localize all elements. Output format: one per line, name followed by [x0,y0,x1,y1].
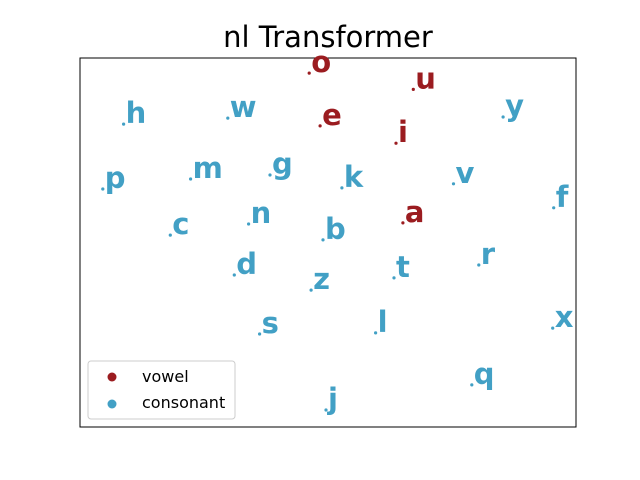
point-q [470,383,474,387]
point-u [411,87,415,91]
point-s [258,332,262,336]
legend-label-consonant: consonant [142,393,225,412]
point-label-h: h [126,96,147,130]
point-e [318,124,322,128]
point-label-f: f [556,180,569,214]
legend-marker-consonant [107,399,117,409]
point-label-l: l [378,305,388,339]
point-d [232,273,236,277]
legend: vowel consonant [87,360,236,420]
point-h [122,122,126,126]
point-label-c: c [172,207,189,241]
point-label-m: m [193,151,223,185]
point-label-a: a [405,195,425,229]
point-label-p: p [105,161,126,195]
point-label-b: b [325,212,346,246]
point-label-w: w [230,90,257,124]
point-label-s: s [262,306,279,340]
legend-label-vowel: vowel [142,367,189,386]
point-j [324,408,328,412]
point-a [401,221,405,225]
points-layer: o u e i a h w y p m g k v f c n b r d z t x s l q j [101,45,574,416]
point-p [101,187,105,191]
point-z [309,288,313,292]
point-label-t: t [396,250,410,284]
plot-area-frame [79,57,577,428]
point-w [226,116,230,120]
point-r [477,263,481,267]
point-label-n: n [251,196,272,230]
point-m [189,177,193,181]
point-o [307,71,311,75]
legend-box [87,360,236,420]
point-label-v: v [456,156,475,190]
point-label-q: q [474,357,495,391]
chart-title: nl Transformer [223,20,433,54]
point-b [321,238,325,242]
point-g [268,173,272,177]
point-label-x: x [555,300,574,334]
point-t [392,276,396,280]
point-label-o: o [311,45,331,79]
point-x [551,326,555,330]
point-label-z: z [313,262,330,296]
point-k [340,186,344,190]
point-i [394,141,398,145]
point-label-g: g [272,147,293,181]
point-label-i: i [398,115,408,149]
point-c [168,233,172,237]
point-v [451,182,456,186]
point-f [552,206,556,210]
point-label-e: e [322,98,342,132]
point-label-y: y [505,89,524,123]
point-label-d: d [236,247,257,281]
legend-marker-vowel [107,372,117,382]
point-l [374,331,378,335]
point-n [247,222,251,226]
point-label-k: k [344,160,364,194]
point-label-u: u [415,61,436,95]
point-y [501,115,505,119]
point-label-j: j [327,382,338,416]
point-label-r: r [481,237,496,271]
